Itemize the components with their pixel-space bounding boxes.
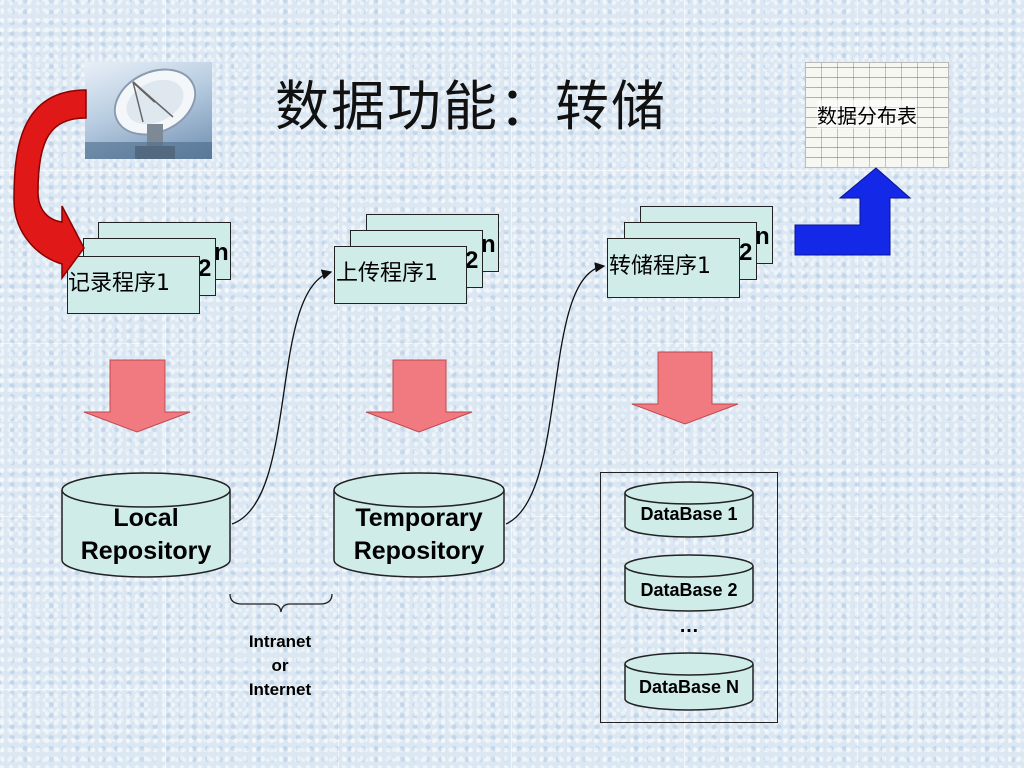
database-2-label: DataBase 2 [640, 580, 738, 600]
program-card-upload [334, 246, 467, 304]
program-card-dump [607, 238, 740, 298]
local-repository-line1: Local [113, 504, 179, 532]
program-number-n: n [481, 231, 496, 258]
program-card-record [67, 256, 200, 314]
local-repository-cylinder [61, 472, 231, 578]
database-2-cylinder [624, 554, 754, 612]
local-repository-label: Local Repository [62, 502, 230, 568]
connector-local-to-upload [231, 269, 333, 525]
program-number-n: n [214, 239, 229, 266]
network-line2: or [271, 656, 289, 675]
local-repository-line2: Repository [80, 537, 212, 565]
database-n-cylinder [624, 652, 754, 711]
blue-up-arrow [794, 167, 912, 256]
upload-program-label: 上传程序1 [336, 261, 438, 286]
page-title: 数据功能：转储 [275, 75, 667, 138]
temporary-repository-label: Temporary Repository [334, 502, 504, 568]
data-distribution-sheet-label: 数据分布表 [817, 100, 917, 129]
program-number-2: 2 [739, 239, 753, 266]
connector-temporary-to-dump [505, 262, 606, 525]
satellite-dish-image [85, 62, 212, 159]
program-number-2: 2 [465, 247, 479, 274]
network-label: Intranet or Internet [230, 630, 330, 702]
database-1-cylinder [624, 481, 754, 538]
database-n-label: DataBase N [638, 677, 740, 697]
database-1-label: DataBase 1 [640, 504, 738, 524]
program-number-2: 2 [198, 255, 212, 282]
dump-program-label: 转储程序1 [609, 254, 711, 279]
network-line3: Internet [248, 680, 312, 699]
temporary-repository-line1: Temporary [355, 504, 483, 532]
network-line1: Intranet [248, 632, 312, 651]
program-number-n: n [755, 223, 770, 250]
record-program-label: 记录程序1 [68, 271, 170, 296]
database-ellipsis: … [679, 615, 699, 637]
down-arrow [631, 351, 739, 425]
down-arrow [365, 359, 473, 433]
database-group-frame [600, 472, 778, 723]
temporary-repository-cylinder [333, 472, 505, 578]
network-brace [229, 593, 333, 613]
temporary-repository-line2: Repository [353, 537, 485, 565]
down-arrow [83, 359, 191, 433]
red-curved-arrow [13, 89, 87, 281]
